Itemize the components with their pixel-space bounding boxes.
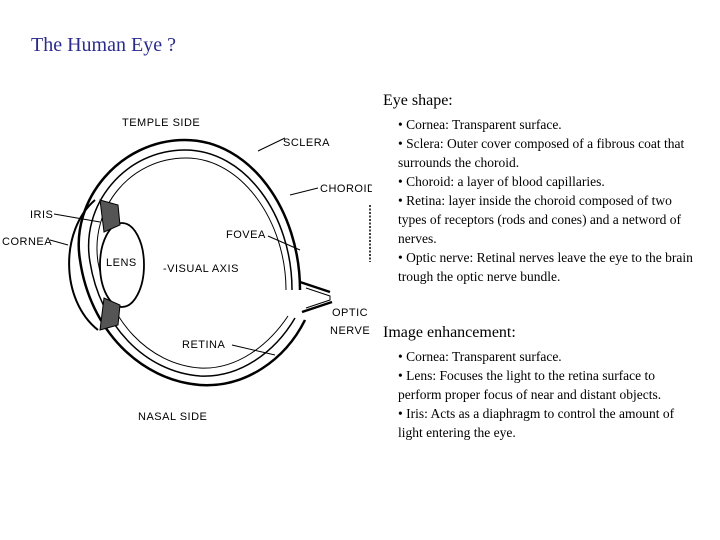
list-item: • Optic nerve: Retinal nerves leave the … [398,248,698,286]
eye-shape-heading: Eye shape: [383,92,453,110]
label-cornea: CORNEA [2,236,52,248]
label-temple-side: TEMPLE SIDE [122,117,200,129]
label-choroid: CHOROID [320,183,372,195]
label-lens: LENS [106,257,137,269]
label-visual-axis: -VISUAL AXIS [163,263,239,275]
label-sclera: SCLERA [283,137,330,149]
list-item: • Choroid: a layer of blood capillaries. [398,172,698,191]
label-fovea: FOVEA [226,229,266,241]
image-enhancement-list: • Cornea: Transparent surface. • Lens: F… [398,347,698,442]
label-optic: OPTIC [332,307,368,319]
image-enhancement-heading: Image enhancement: [383,324,516,342]
label-retina: RETINA [182,339,226,351]
eye-shape-list: • Cornea: Transparent surface. • Sclera:… [398,115,698,286]
optic-nerve [300,282,332,312]
page-title: The Human Eye ? [31,34,176,57]
label-nerve: NERVE [330,325,370,337]
list-item: • Cornea: Transparent surface. [398,347,698,366]
list-item: • Iris: Acts as a diaphragm to control t… [398,404,698,442]
label-iris: IRIS [30,209,53,221]
eye-diagram: TEMPLE SIDE SCLERA CHOROID IRIS CORNEA F… [0,100,372,440]
label-nasal-side: NASAL SIDE [138,411,207,423]
list-item: • Retina: layer inside the choroid compo… [398,191,698,248]
list-item: • Cornea: Transparent surface. [398,115,698,134]
list-item: • Sclera: Outer cover composed of a fibr… [398,134,698,172]
list-item: • Lens: Focuses the light to the retina … [398,366,698,404]
